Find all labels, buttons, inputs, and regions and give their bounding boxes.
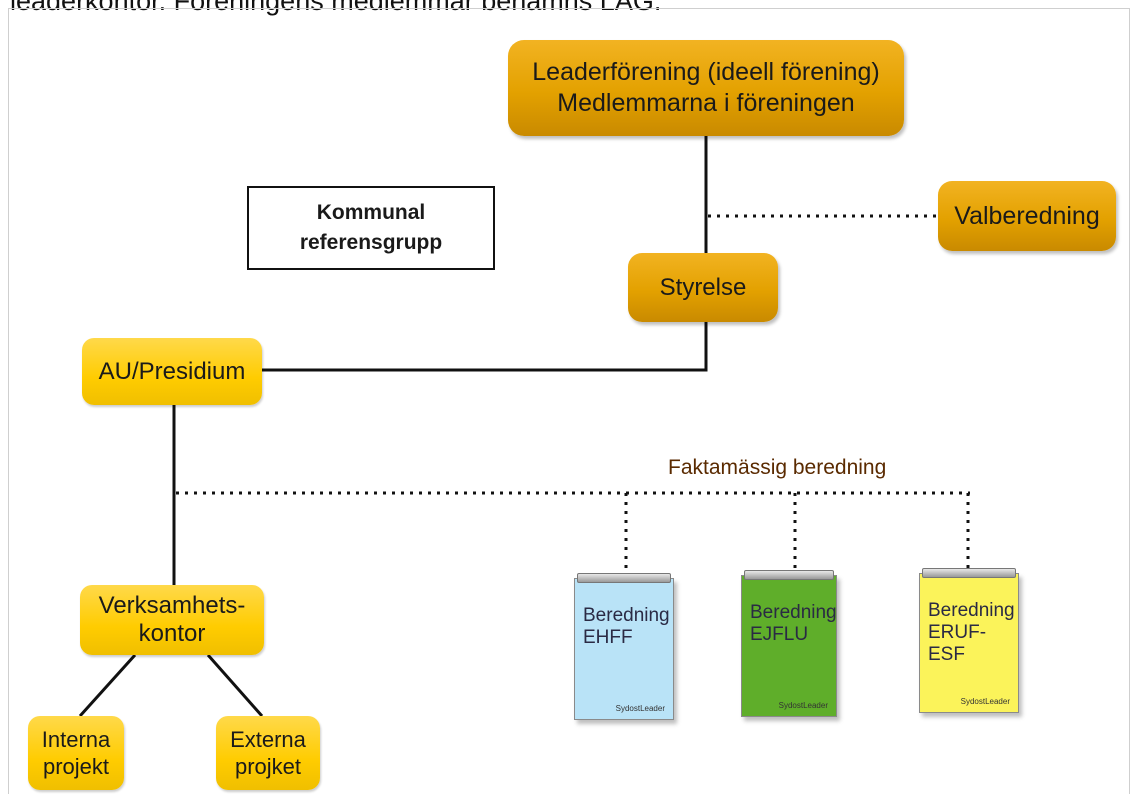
interna-projekt-box: Interna projekt [28,716,124,790]
book-brand: SydostLeader [778,701,828,710]
book-binding [577,573,671,583]
verksamhetskontor-box: Verksamhets- kontor [80,585,264,655]
book-ehff: Beredning EHFF SydostLeader [574,573,674,720]
styrelse-box: Styrelse [628,253,778,322]
book-title: Beredning EJFLU [750,602,837,645]
line-verksamhet-interna [78,653,137,718]
valberedning-box: Valberedning [938,181,1116,251]
book-brand: SydostLeader [960,697,1010,706]
book-eruf-esf: Beredning ERUF-ESF SydostLeader [919,568,1019,713]
kommunal-referensgrupp-box: Kommunal referensgrupp [247,186,495,270]
book-brand: SydostLeader [615,704,665,713]
au-presidium-box: AU/Presidium [82,338,262,405]
externa-projket-box: Externa projket [216,716,320,790]
book-title: Beredning ERUF-ESF [928,600,1015,665]
book-title: Beredning EHFF [583,605,670,648]
book-ejflu: Beredning EJFLU SydostLeader [741,570,837,717]
line-styrelse-au [262,322,708,372]
diagram-frame [8,8,1130,794]
leaderforening-box: Leaderförening (ideell förening) Medlemm… [508,40,904,136]
book-binding [922,568,1016,578]
line-verksamhet-externa [206,654,264,717]
book-binding [744,570,834,580]
fakta-label: Faktamässig beredning [668,456,887,479]
